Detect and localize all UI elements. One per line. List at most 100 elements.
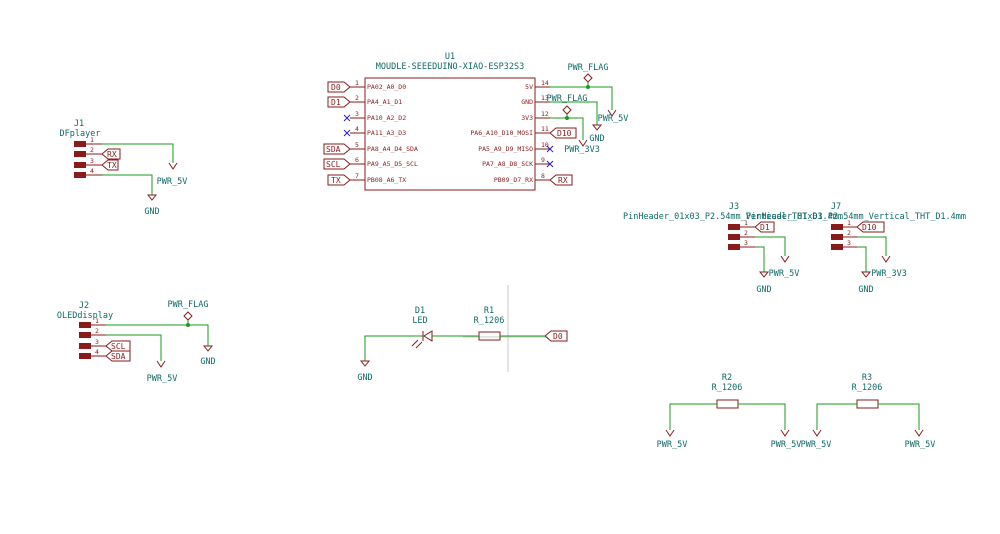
gnd-symbol-j1[interactable]: GND [144,194,160,217]
no-connect-marker [546,145,554,168]
u1-pin-num: 8 [541,172,545,180]
svg-text:PWR_5V: PWR_5V [598,114,629,124]
j2-reference: J2 [79,301,89,311]
j2-wiring [106,320,209,361]
gnd-symbol-j2[interactable]: GND [200,345,216,367]
net-label-d10[interactable]: D10 [557,129,572,138]
pwr-5v-symbol-u1[interactable]: PWR_5V [598,109,629,124]
d1-reference: D1 [415,306,425,316]
u1-value: MOUDLE-SEEEDUINO-XIAO-ESP32S3 [376,62,524,72]
j7-value: PinHeader_01x03_P2.54mm_Vertical_THT_D1.… [746,212,966,222]
u1-pin-name: PA4_A1_D1 [367,98,402,106]
pwr-5v-symbol-j2[interactable]: PWR_5V [147,360,178,384]
svg-text:PWR_3V3: PWR_3V3 [871,269,907,279]
svg-text:GND: GND [756,285,771,295]
svg-text:GND: GND [144,207,159,217]
net-label-d0[interactable]: D0 [331,83,341,92]
net-label-d10[interactable]: D10 [862,223,877,232]
gnd-symbol-j3[interactable]: GND [756,271,772,295]
u1-pin-num: 11 [541,125,549,133]
svg-text:4: 4 [95,348,99,356]
d1-r1-wiring [364,335,545,361]
j3-connector[interactable]: J3 PinHeader_01x03_P2.54mm_Vertical_THT_… [623,202,843,250]
gnd-symbol-u1[interactable]: GND [589,124,605,144]
r3-resistor[interactable]: R3 R_1206 [852,373,883,409]
pwr-flag-j2[interactable]: PWR_FLAG [168,300,209,321]
u1-pin-name: PB09_D7_RX [494,176,533,184]
net-label-sda[interactable]: SDA [111,352,126,361]
u1-pin-num: 14 [541,79,549,87]
net-label-sda[interactable]: SDA [326,145,341,154]
pwr-5v-symbol-r3-right[interactable]: PWR_5V [905,429,936,450]
svg-text:3: 3 [95,338,99,346]
j1-connector[interactable]: J1 DFplayer 1 2 3 4 RX TX [60,119,121,178]
svg-text:GND: GND [357,373,372,383]
j2-value: OLEDdisplay [57,311,113,321]
r2-resistor[interactable]: R2 R_1206 [712,373,743,409]
u1-left-labels[interactable]: D0 D1 SDA SCL TX [323,81,351,186]
net-label-scl[interactable]: SCL [326,160,341,169]
u1-pin-name: PA5_A9_D9_MISO [478,145,533,153]
svg-text:PWR_5V: PWR_5V [771,440,802,450]
j2-connector[interactable]: J2 OLEDdisplay 1 2 3 4 SCL SDA [57,301,131,362]
svg-text:GND: GND [858,285,873,295]
u1-pin-num: 13 [541,94,549,102]
pwr-5v-symbol-j1[interactable]: PWR_5V [157,162,188,187]
gnd-symbol-d1[interactable]: GND [357,360,373,383]
j1-wiring [102,143,174,195]
net-label-d1[interactable]: D1 [760,223,770,232]
u1-pin-name: PA11_A3_D3 [367,129,406,137]
u1-pin-num: 6 [355,156,359,164]
pwr-5v-symbol-r2-right[interactable]: PWR_5V [771,429,802,450]
r2-reference: R2 [722,373,732,383]
pwr-flag-5v[interactable]: PWR_FLAG [568,63,609,83]
j7-connector[interactable]: J7 PinHeader_01x03_P2.54mm_Vertical_THT_… [746,202,966,250]
pwr-5v-symbol-j3[interactable]: PWR_5V [769,255,800,279]
svg-text:PWR_5V: PWR_5V [801,440,832,450]
u1-pin-name: 5V [525,83,533,91]
u1-pin-num: 9 [541,156,545,164]
d1-led[interactable]: D1 LED [411,306,433,349]
u1-body [364,77,536,191]
u1-pin-name: PA8_A4_D4_SDA [367,145,418,153]
u1-pin-name: PA9_A5_D5_SCL [367,160,418,168]
pwr-5v-symbol-r3-left[interactable]: PWR_5V [801,429,832,450]
r3-wiring [816,403,920,430]
pwr-3v3-symbol-u1[interactable]: PWR_3V3 [564,139,600,155]
cursor-crosshair [463,285,548,372]
no-connect-marker [343,114,351,137]
u1-pin-name: PA7_A8_D8_SCK [482,160,533,168]
svg-text:PWR_FLAG: PWR_FLAG [547,94,588,104]
svg-text:GND: GND [200,357,215,367]
net-label-tx[interactable]: TX [107,161,117,170]
u1-pin-num: 7 [355,172,359,180]
r2-value: R_1206 [712,383,743,393]
net-label-scl[interactable]: SCL [111,342,126,351]
pwr-3v3-symbol-j7[interactable]: PWR_3V3 [871,255,907,279]
net-label-d1[interactable]: D1 [331,98,341,107]
u1-right-labels[interactable]: D10 RX [549,127,577,186]
u1-pin-num: 10 [541,141,549,149]
svg-text:PWR_3V3: PWR_3V3 [564,145,600,155]
net-label-d0[interactable]: D0 [553,332,563,341]
r2-wiring [669,403,786,430]
svg-text:PWR_5V: PWR_5V [905,440,936,450]
net-label-rx[interactable]: RX [558,176,568,185]
svg-text:2: 2 [744,229,748,237]
svg-text:1: 1 [847,219,851,227]
pwr-flag-3v3[interactable]: PWR_FLAG [547,94,588,115]
u1-pin-num: 4 [355,125,359,133]
gnd-symbol-j7[interactable]: GND [858,271,874,295]
u1-pin-num: 3 [355,110,359,118]
d1-value: LED [412,316,427,326]
svg-text:PWR_FLAG: PWR_FLAG [568,63,609,73]
u1-pin-name: PA02_A0_D0 [367,83,406,91]
net-label-rx[interactable]: RX [107,150,117,159]
svg-text:1: 1 [95,317,99,325]
svg-text:PWR_5V: PWR_5V [157,177,188,187]
u1-symbol[interactable]: U1 MOUDLE-SEEEDUINO-XIAO-ESP32S3 1 2 3 4… [323,52,577,191]
pwr-5v-symbol-r2-left[interactable]: PWR_5V [657,429,688,450]
net-label-tx[interactable]: TX [331,176,341,185]
